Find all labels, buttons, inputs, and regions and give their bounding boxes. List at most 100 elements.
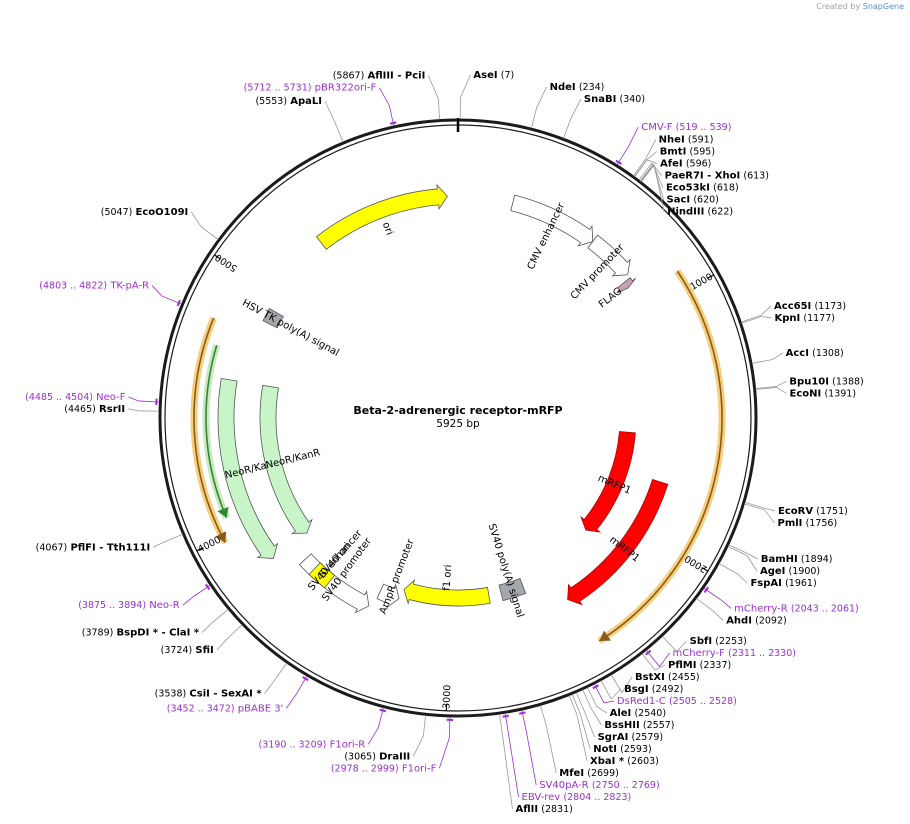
enzyme-leader	[718, 563, 748, 584]
enzyme-name: PaeR7I	[665, 171, 704, 182]
enzyme-leader	[640, 164, 665, 212]
enzyme-name: AgeI	[760, 566, 785, 577]
enzyme-label: (3065) DraIII	[344, 751, 410, 762]
primer-label: (2978 .. 2999) F1ori-F	[331, 763, 437, 774]
enzyme-name: PciI	[405, 71, 425, 82]
enzyme-coord: (234)	[579, 82, 605, 93]
enzyme-leader	[633, 139, 657, 177]
enzyme-name: Eco53kI	[666, 183, 710, 194]
enzyme-coord: (2540)	[634, 708, 666, 719]
enzyme-coord: (2092)	[755, 615, 787, 626]
enzyme-name: SnaBI	[584, 94, 616, 105]
enzyme-name: ApaLI	[290, 96, 322, 107]
enzyme-coord: (1177)	[803, 313, 835, 324]
enzyme-separator: -	[210, 689, 221, 700]
enzyme-label: XbaI * (2603)	[590, 756, 659, 767]
primer-name: F1ori-F	[402, 763, 437, 774]
snapgene-logo: SnapGene	[862, 2, 904, 11]
primer-leader	[151, 285, 182, 305]
primer-label: (3452 .. 3472) pBABE 3'	[167, 703, 284, 714]
enzyme-coord: (620)	[693, 195, 719, 206]
plasmid-size: 5925 bp	[436, 418, 480, 430]
tick-label: 4000	[196, 535, 223, 556]
primer-name: F1ori-R	[330, 739, 366, 750]
enzyme-label: (4067) PflFI - Tth111I	[36, 542, 151, 553]
enzyme-name: EcoO109I	[136, 207, 189, 218]
enzyme-leader	[540, 705, 557, 774]
primer-name: pBR322ori-F	[315, 83, 377, 94]
orf-line	[598, 270, 723, 642]
enzyme-coord: (2579)	[632, 732, 664, 743]
primer-label: mCherry-F (2311 .. 2330)	[673, 648, 796, 659]
primer-mark	[389, 121, 397, 125]
enzyme-name: AleI	[610, 708, 632, 719]
enzyme-coord: (622)	[708, 207, 734, 218]
enzyme-leader	[128, 408, 160, 412]
enzyme-label: PflMI (2337)	[668, 660, 731, 671]
primer-mark	[302, 676, 309, 682]
feature-flag	[616, 277, 636, 294]
feature-label: ori	[380, 221, 395, 237]
enzyme-leader	[153, 533, 183, 548]
enzyme-label: BsgI (2492)	[624, 684, 683, 695]
enzyme-name: Acc65I	[774, 301, 811, 312]
enzyme-leader	[751, 352, 783, 364]
tick-mark	[214, 254, 221, 260]
enzyme-name: Tth111I	[107, 542, 150, 553]
enzyme-leader	[638, 162, 662, 181]
enzyme-leader	[641, 653, 666, 671]
primer-name: TK-pA-R	[109, 281, 149, 292]
enzyme-name: EcoNI	[790, 388, 822, 399]
primer-coord: (5712 .. 5731)	[244, 83, 312, 94]
enzyme-label: NdeI (234)	[550, 82, 605, 93]
tick-mark	[196, 547, 204, 552]
primer-leader	[128, 396, 160, 403]
enzyme-label: (5867) AflIII - PciI	[333, 71, 426, 82]
enzyme-leader	[639, 163, 664, 188]
enzyme-coord: (2455)	[668, 672, 700, 683]
primer-leader	[646, 649, 670, 668]
enzyme-name: SgrAI	[598, 732, 629, 743]
enzyme-coord: (2557)	[643, 720, 675, 731]
primer-mark	[592, 684, 600, 690]
enzyme-coord: (340)	[620, 94, 646, 105]
primer-coord: (3190 .. 3209)	[259, 739, 327, 750]
enzyme-coord: (5553)	[255, 96, 287, 107]
enzyme-name: BstXI	[635, 672, 665, 683]
primer-mark	[519, 711, 526, 715]
enzyme-label: MfeI (2699)	[559, 768, 619, 779]
enzyme-name: BspDI *	[117, 628, 159, 639]
enzyme-label: SgrAI (2579)	[598, 732, 664, 743]
primer-name: pBABE 3'	[238, 703, 284, 714]
enzyme-coord: (1308)	[812, 348, 844, 359]
enzyme-leader	[563, 98, 582, 139]
enzyme-separator: -	[158, 628, 169, 639]
primer-coord: (2750 .. 2769)	[592, 780, 660, 791]
enzyme-coord: (591)	[688, 135, 714, 146]
enzyme-coord: (1894)	[801, 554, 833, 565]
enzyme-layer: AseI (7)NdeI (234)SnaBI (340)NheI (591)B…	[36, 70, 864, 815]
enzyme-coord: (4465)	[64, 404, 96, 415]
enzyme-leader	[575, 692, 595, 738]
enzyme-coord: (1388)	[832, 376, 864, 387]
enzyme-label: AhdI (2092)	[726, 615, 787, 626]
primer-name: CMV-F	[641, 122, 672, 133]
feature-cmv-enhancer	[510, 194, 594, 247]
enzyme-coord: (5047)	[101, 207, 133, 218]
enzyme-coord: (1961)	[785, 578, 817, 589]
primer-mark	[615, 159, 622, 165]
enzyme-leader	[662, 636, 687, 653]
primer-leader	[367, 707, 384, 745]
tick-label: 2000	[683, 552, 709, 574]
enzyme-name: SfiI	[195, 645, 213, 656]
primer-name: mCherry-R	[734, 603, 788, 614]
enzyme-label: Eco53kI (618)	[666, 183, 739, 194]
enzyme-name: CsiI	[189, 689, 209, 700]
tick-label: 3000	[441, 684, 453, 709]
primer-mark	[205, 583, 211, 591]
primer-label: DsRed1-C (2505 .. 2528)	[617, 696, 737, 707]
enzyme-coord: (2603)	[627, 756, 659, 767]
enzyme-label: AccI (1308)	[786, 348, 844, 359]
enzyme-coord: (1751)	[816, 506, 848, 517]
